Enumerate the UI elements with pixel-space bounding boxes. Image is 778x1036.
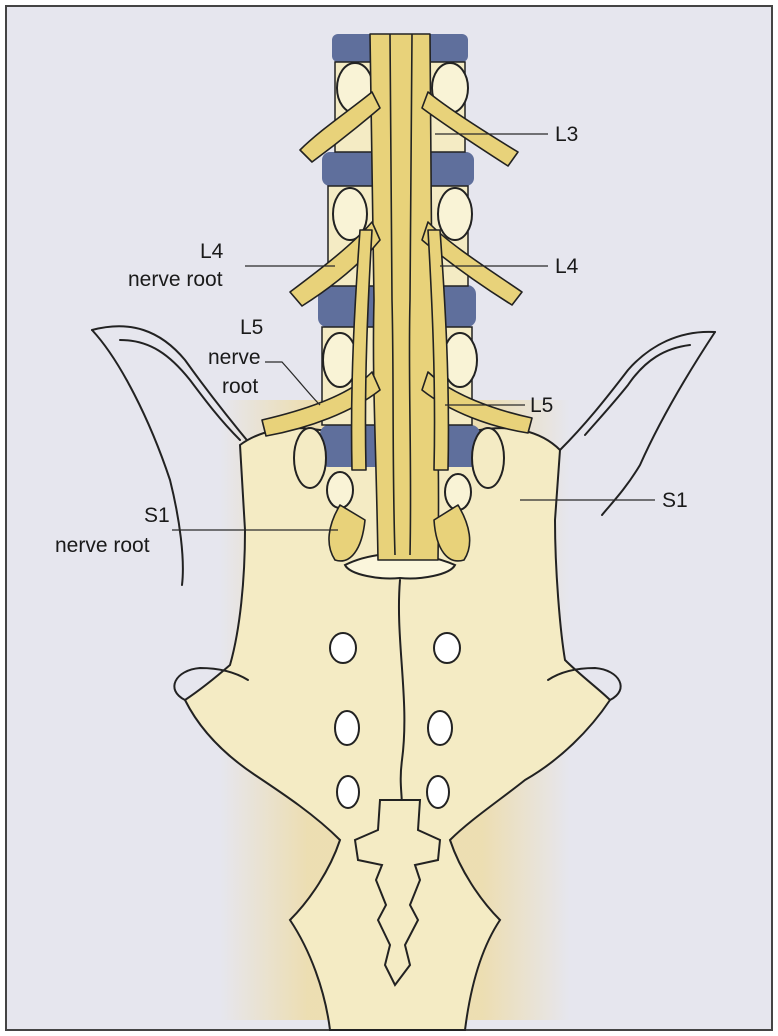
- label-l5-nerve-root-line3: root: [222, 375, 258, 398]
- label-l5-nerve-root-line2: nerve: [208, 346, 261, 369]
- label-s1: S1: [662, 489, 688, 512]
- label-l4-nerve-root-line1: L4: [200, 240, 224, 263]
- label-l4-nerve-root-line2: nerve root: [128, 268, 223, 291]
- label-l4: L4: [555, 255, 579, 278]
- label-l3: L3: [555, 123, 578, 146]
- label-l5-nerve-root-line1: L5: [240, 316, 263, 339]
- label-l5: L5: [530, 394, 553, 417]
- label-s1-nerve-root-line2: nerve root: [55, 534, 150, 557]
- label-s1-nerve-root-line1: S1: [144, 504, 170, 527]
